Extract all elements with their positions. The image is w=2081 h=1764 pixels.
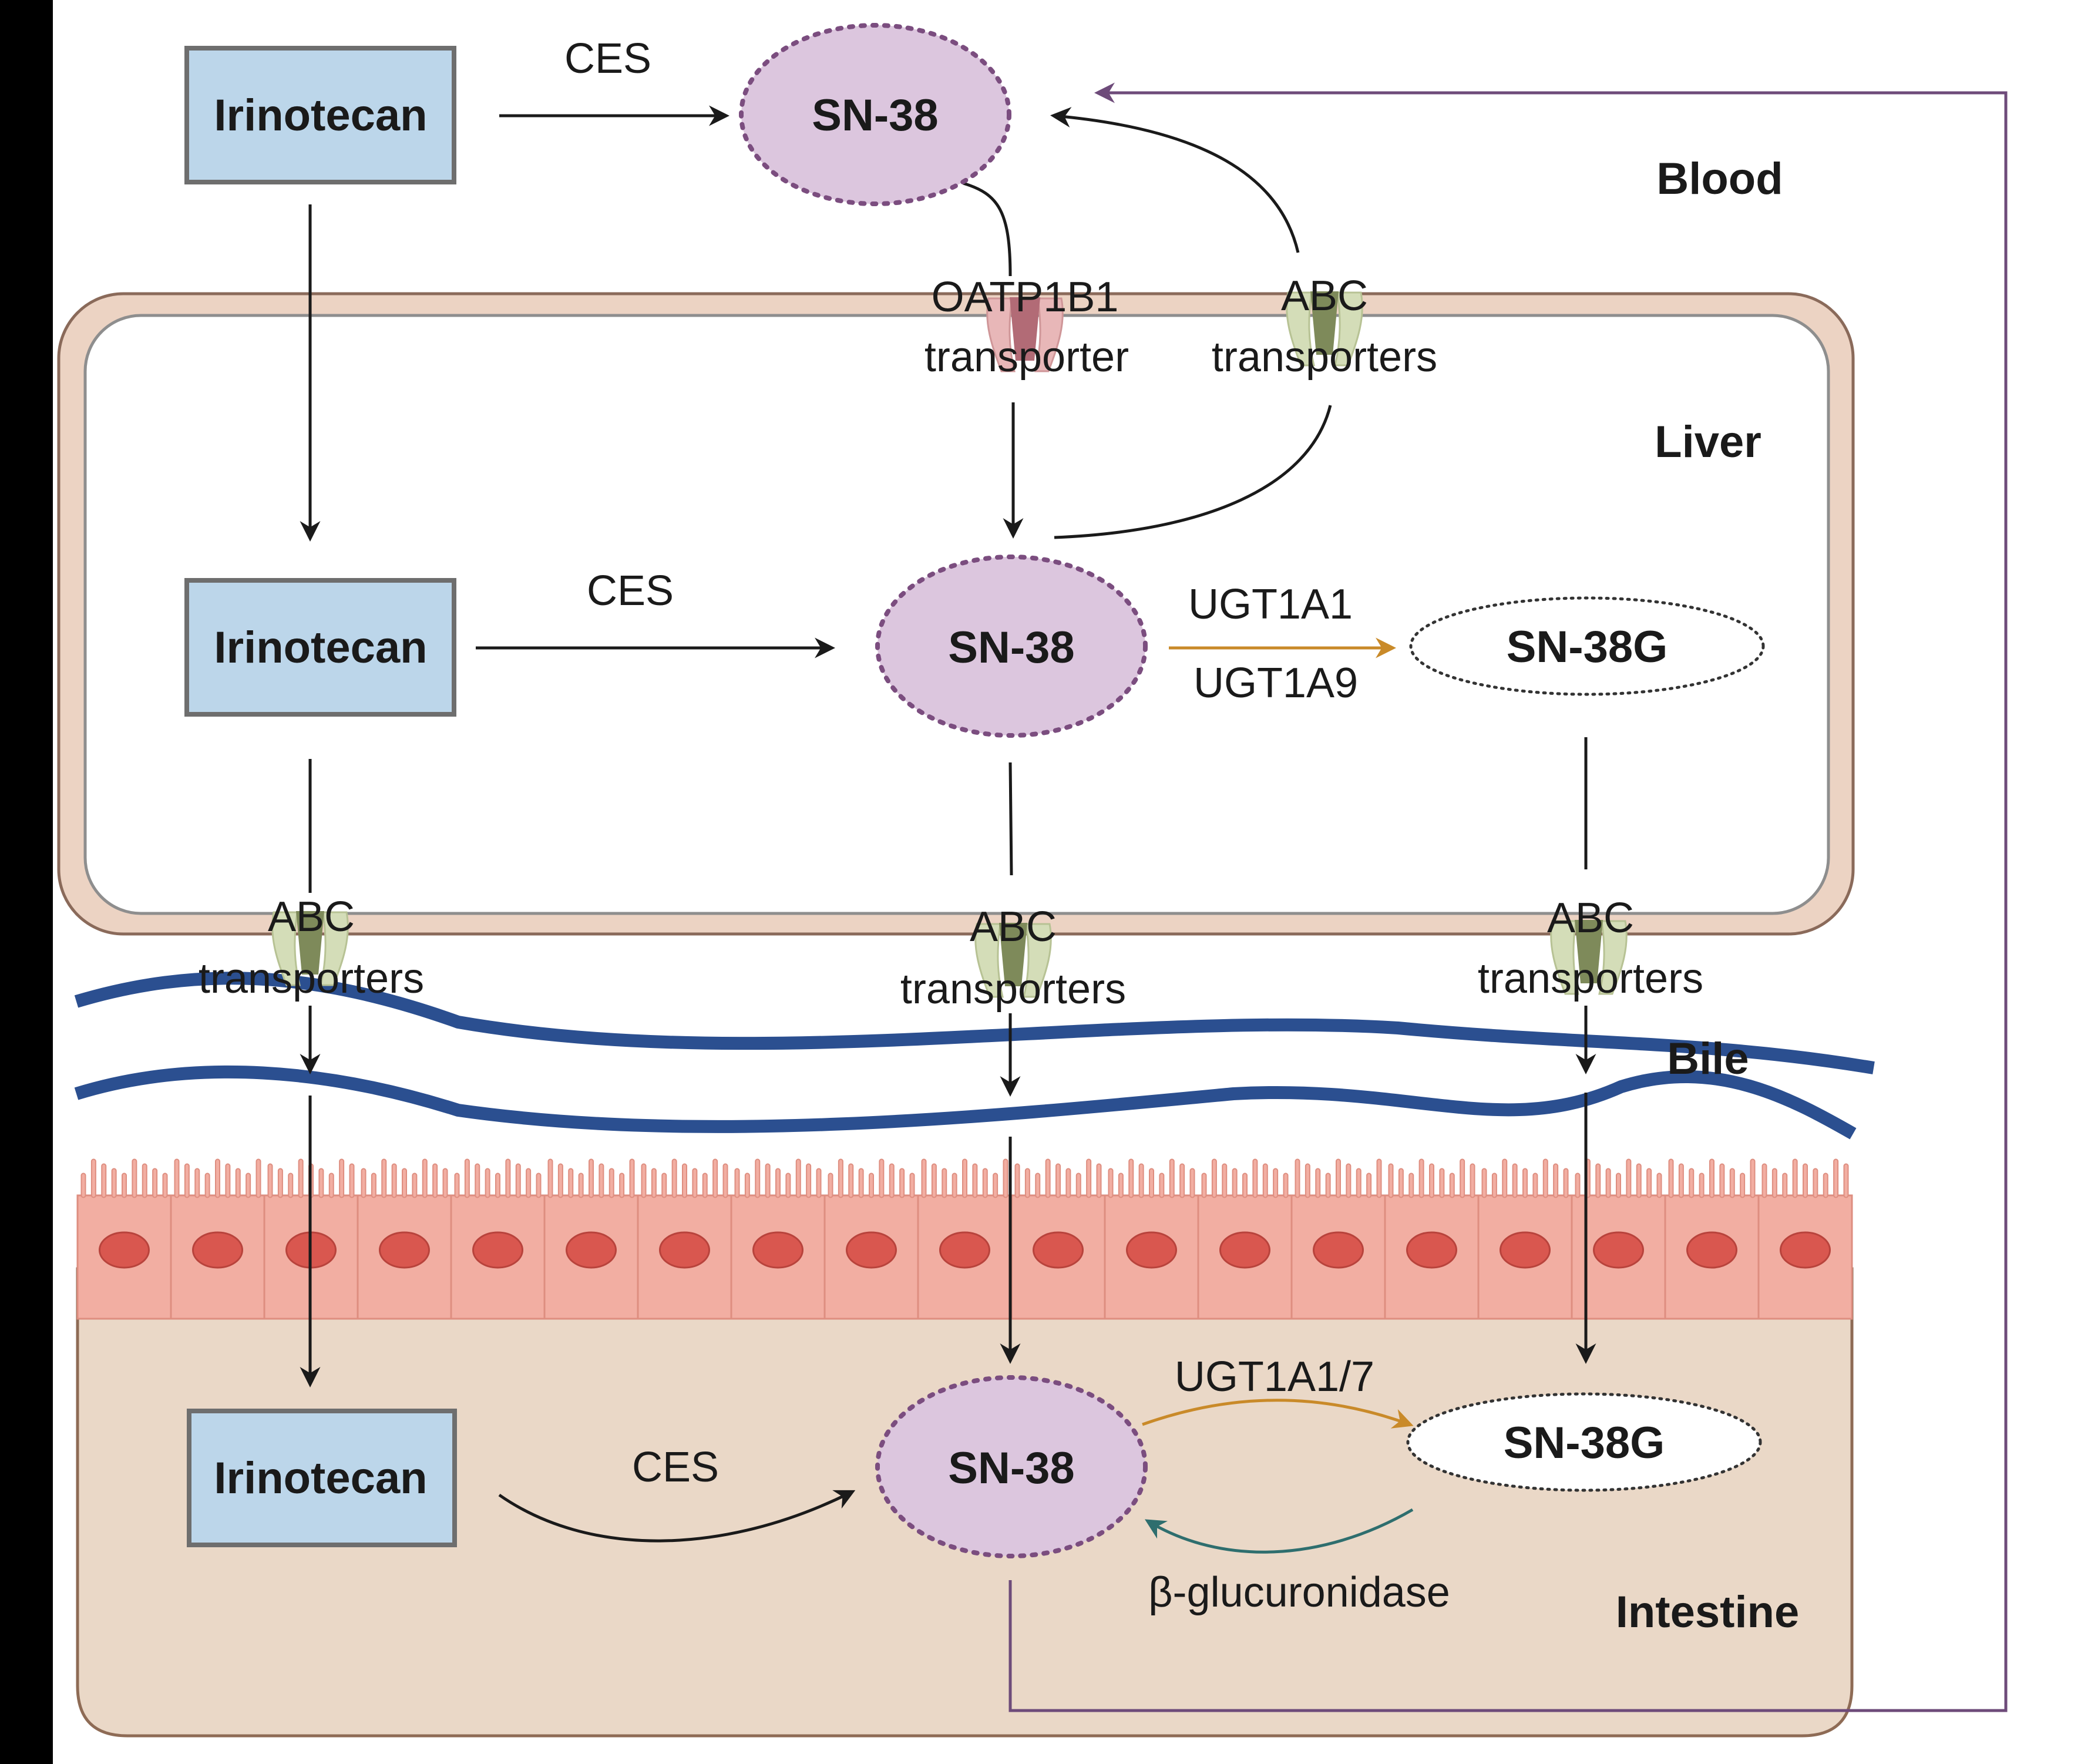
- abc-sn38-label-line1: ABC: [970, 903, 1057, 950]
- cell-nucleus: [1219, 1231, 1270, 1269]
- cell-nucleus: [99, 1231, 150, 1269]
- intestine-irinotecan-box: [187, 1409, 457, 1547]
- intestine-compartment-label: Intestine: [1616, 1587, 1800, 1637]
- blood-irinotecan-box: [184, 46, 456, 184]
- cell-nucleus: [1686, 1231, 1737, 1269]
- cell-nucleus: [1500, 1231, 1551, 1269]
- oatp-label-line1: OATP1B1: [932, 274, 1119, 321]
- arrow-beta-glucuronidase: [1144, 1508, 1414, 1554]
- intestine-sn38-label: SN-38: [948, 1443, 1074, 1493]
- liver-ces-label: CES: [587, 567, 674, 614]
- abc-irinotecan-label-line2: transporters: [199, 955, 424, 1002]
- liver-ugt-label-2: UGT1A9: [1194, 660, 1358, 707]
- intestine-sn38g-label: SN-38G: [1504, 1418, 1665, 1468]
- cell-nucleus: [752, 1231, 804, 1269]
- blood-sn38-ellipse: [739, 23, 1011, 206]
- cell-nucleus: [1406, 1231, 1457, 1269]
- cell-nucleus: [846, 1231, 897, 1269]
- arrow-intestine-ugt: [1142, 1399, 1414, 1429]
- arrow-abc-to-blood-sn38: [1050, 107, 1300, 253]
- cell-nucleus: [1126, 1231, 1177, 1269]
- cell-nucleus: [659, 1231, 710, 1269]
- beta-glucuronidase-label: β-glucuronidase: [1148, 1569, 1450, 1616]
- abc-sn38g-label-line1: ABC: [1547, 895, 1634, 942]
- liver-ugt-label-1: UGT1A1: [1188, 581, 1353, 628]
- oatp-label-line2: transporter: [924, 334, 1129, 381]
- liver-compartment-label: Liver: [1655, 417, 1761, 467]
- liver-sn38-label: SN-38: [948, 623, 1074, 673]
- bile-duct: [74, 972, 1875, 1140]
- intestine-irinotecan-label: Irinotecan: [214, 1453, 427, 1503]
- arrow-reabsorption-loop: [1008, 82, 2008, 1712]
- intestine-ugt-label: UGT1A1/7: [1175, 1353, 1374, 1400]
- blood-ces-label: CES: [564, 35, 651, 82]
- arrow-intestine-ces: [498, 1490, 856, 1543]
- cell-nucleus: [192, 1231, 243, 1269]
- cell-nucleus: [939, 1231, 990, 1269]
- cell-nucleus: [472, 1231, 523, 1269]
- intestine-sn38-ellipse: [875, 1375, 1148, 1558]
- abc-irinotecan-label-line1: ABC: [268, 893, 355, 940]
- blood-compartment-label: Blood: [1656, 154, 1783, 204]
- abc-sn38-label-line2: transporters: [900, 966, 1126, 1013]
- liver-sn38-ellipse: [875, 555, 1148, 738]
- liver-irinotecan-box: [184, 578, 456, 717]
- cell-nucleus: [379, 1231, 430, 1269]
- cell-nucleus: [566, 1231, 617, 1269]
- cell-nucleus: [1033, 1231, 1084, 1269]
- liver-sn38g-label: SN-38G: [1507, 622, 1668, 672]
- abc-sn38g-label-line2: transporters: [1478, 955, 1703, 1002]
- liver-irinotecan-label: Irinotecan: [214, 623, 427, 673]
- abc-blood-label-line1: ABC: [1281, 273, 1368, 320]
- intestine-ces-label: CES: [632, 1444, 719, 1491]
- epithelium: [76, 1158, 1853, 1320]
- line-liver-sn38-to-abc: [1054, 405, 1332, 539]
- line-blood-sn38-to-oatp: [963, 182, 1012, 277]
- abc-blood-label-line2: transporters: [1212, 334, 1437, 381]
- liver-sn38g-ellipse: [1409, 596, 1765, 696]
- cell-nucleus: [1593, 1231, 1644, 1269]
- line-liver-sn38-down: [1008, 762, 1013, 876]
- cell-nucleus: [1780, 1231, 1831, 1269]
- intestine-sn38g-ellipse: [1406, 1392, 1762, 1492]
- bile-compartment-label: Bile: [1667, 1034, 1749, 1084]
- blood-irinotecan-label: Irinotecan: [214, 90, 427, 140]
- bile-wall-top: [74, 972, 1875, 1074]
- bile-wall-bottom: [74, 1065, 1857, 1140]
- cell-nucleus: [1313, 1231, 1364, 1269]
- blood-sn38-label: SN-38: [812, 90, 938, 140]
